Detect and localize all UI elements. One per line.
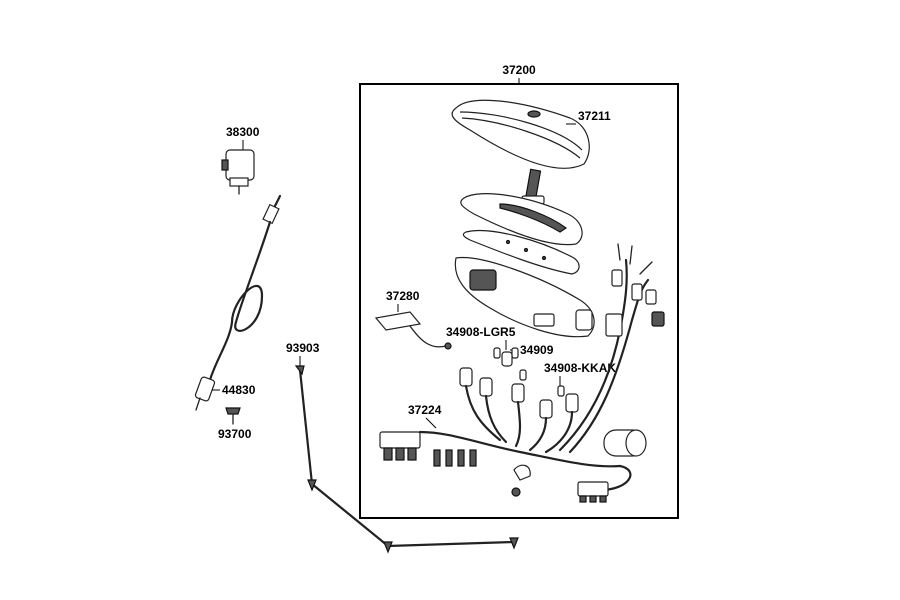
callout-cable-end: 44830 xyxy=(222,383,256,397)
panel-light-part xyxy=(374,311,452,350)
gauge-face-part xyxy=(460,193,583,246)
callout-bulb-kkak: 34908-KKAK xyxy=(544,361,616,375)
callout-bulb-socket: 34909 xyxy=(520,343,554,357)
callout-ignition: 38300 xyxy=(226,125,260,139)
speedometer-cable-part xyxy=(194,194,282,411)
bulbs-part xyxy=(493,347,565,397)
callout-cable-tie: 93903 xyxy=(286,341,320,355)
wiring-harness-part xyxy=(379,243,665,503)
callout-bulb-lgr5: 34908-LGR5 xyxy=(446,325,516,339)
assembly-label: 37200 xyxy=(502,63,536,77)
meter-housing-part xyxy=(454,256,595,338)
lens-cover-part xyxy=(451,99,590,169)
ignition-switch-part xyxy=(221,149,255,195)
gauge-plate-part xyxy=(462,230,580,275)
callout-lens-cover: 37211 xyxy=(578,109,611,123)
callout-harness: 37224 xyxy=(408,403,442,417)
callout-panel-light: 37280 xyxy=(386,289,420,303)
screw-part xyxy=(225,407,241,425)
callout-screw: 93700 xyxy=(218,427,252,441)
cable-tie-part xyxy=(294,365,519,554)
